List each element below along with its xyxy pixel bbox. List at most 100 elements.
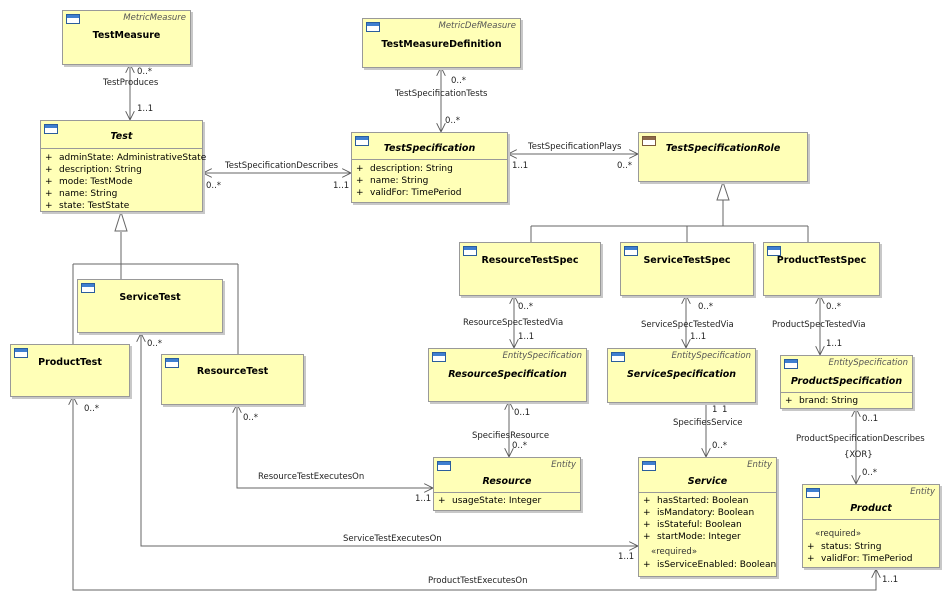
class-icon (66, 14, 80, 24)
attribute: +brand: String (785, 396, 859, 406)
assoc-label-test-specification-plays: TestSpecificationPlays (528, 142, 622, 152)
multiplicity: 0..1 (514, 408, 531, 418)
attribute: +state: TestState (45, 201, 130, 211)
attribute: +validFor: TimePeriod (807, 554, 913, 564)
assoc-label-product-test-executes-on: ProductTestExecutesOn (428, 576, 528, 586)
class-icon (44, 124, 58, 134)
class-service-test-spec[interactable]: ServiceTestSpec (620, 242, 754, 296)
multiplicity: 1..1 (618, 552, 635, 562)
stereotype-label: Entity (910, 487, 935, 497)
multiplicity: 0..* (712, 441, 728, 451)
class-name: ResourceSpecification (448, 369, 567, 380)
multiplicity: 1..1 (415, 494, 432, 504)
attribute: +usageState: Integer (438, 496, 542, 506)
assoc-label-product-spec-tested-via: ProductSpecTestedVia (772, 320, 866, 330)
class-divider (352, 159, 507, 160)
class-service-specification[interactable]: EntitySpecification ServiceSpecification (607, 348, 756, 403)
required-stereotype: «required» (815, 529, 862, 539)
class-name: TestMeasureDefinition (381, 39, 502, 50)
generalization-arrow-test (114, 210, 128, 232)
class-icon (806, 488, 820, 498)
multiplicity: 0..* (147, 339, 163, 349)
multiplicity: 0..* (137, 67, 153, 77)
class-icon (355, 136, 369, 146)
assoc-label-specifies-service: SpecifiesService (673, 418, 743, 428)
multiplicity: 0..* (826, 302, 842, 312)
class-product-specification[interactable]: EntitySpecification ProductSpecification… (780, 355, 913, 409)
multiplicity: 0..* (451, 76, 467, 86)
multiplicity: 0..* (84, 404, 100, 414)
multiplicity: 0..* (243, 413, 259, 423)
edge-product-test-executes-on (73, 397, 876, 591)
attribute: +isMandatory: Boolean (643, 508, 755, 518)
class-icon (366, 22, 380, 32)
class-test[interactable]: Test +adminState: AdministrativeState +d… (40, 120, 207, 212)
class-divider (639, 492, 776, 493)
multiplicity: 1 (712, 405, 718, 415)
class-test-specification-role[interactable]: TestSpecificationRole (638, 132, 808, 182)
class-resource-test-spec[interactable]: ResourceTestSpec (459, 242, 601, 296)
class-icon (437, 461, 451, 471)
multiplicity: 0..* (862, 468, 878, 478)
class-divider (781, 392, 912, 393)
class-product-test[interactable]: ProductTest (10, 344, 130, 397)
class-divider (434, 492, 580, 493)
class-resource-specification[interactable]: EntitySpecification ResourceSpecificatio… (428, 348, 587, 402)
stereotype-label: Entity (747, 460, 772, 470)
class-name: TestSpecificationRole (665, 143, 781, 154)
attribute: +isStateful: Boolean (643, 520, 742, 530)
class-test-measure[interactable]: MetricMeasure TestMeasure (62, 10, 191, 65)
assoc-label-resource-spec-tested-via: ResourceSpecTestedVia (463, 318, 564, 328)
class-name: ServiceTest (119, 292, 181, 303)
assoc-label-specifies-resource: SpecifiesResource (472, 431, 550, 441)
class-name: ServiceTestSpec (643, 255, 731, 266)
class-name: Resource (482, 476, 532, 487)
class-product-test-spec[interactable]: ProductTestSpec (763, 242, 880, 296)
class-name: ProductSpecification (790, 376, 903, 387)
multiplicity: 0..* (512, 441, 528, 451)
multiplicity: 1..1 (512, 161, 529, 171)
multiplicity: 1..1 (518, 332, 535, 342)
class-icon (14, 348, 28, 358)
multiplicity: 0..* (206, 181, 222, 191)
multiplicity: 1 (722, 405, 728, 415)
assoc-label-resource-test-executes-on: ResourceTestExecutesOn (258, 472, 365, 482)
class-name: TestSpecification (383, 143, 476, 154)
class-product[interactable]: Entity Product «required» +status: Strin… (802, 484, 940, 568)
stereotype-label: Entity (551, 460, 576, 470)
attribute: +adminState: AdministrativeState (45, 153, 207, 163)
multiplicity: 0..* (445, 116, 461, 126)
attribute: +hasStarted: Boolean (643, 496, 749, 506)
class-name: Test (110, 131, 133, 142)
role-class-icon (642, 136, 656, 146)
class-test-specification[interactable]: TestSpecification +description: String +… (351, 132, 508, 203)
attribute: +name: String (45, 189, 118, 199)
class-resource-test[interactable]: ResourceTest (161, 354, 304, 405)
multiplicity: 1..1 (333, 181, 350, 191)
multiplicity: 1..1 (826, 339, 843, 349)
multiplicity: 1..1 (137, 104, 154, 114)
class-icon (784, 359, 798, 369)
class-service[interactable]: Entity Service +hasStarted: Boolean +isM… (638, 457, 777, 577)
class-name: Service (687, 476, 728, 487)
stereotype-label: MetricDefMeasure (438, 21, 516, 31)
class-icon (463, 246, 477, 256)
class-icon (81, 283, 95, 293)
class-service-test[interactable]: ServiceTest (77, 279, 223, 333)
attribute: +startMode: Integer (643, 532, 741, 542)
generalization-arrow-role (716, 180, 730, 201)
class-icon (642, 461, 656, 471)
required-stereotype: «required» (651, 547, 698, 557)
multiplicity: 1..1 (690, 332, 707, 342)
stereotype-label: MetricMeasure (123, 13, 186, 23)
multiplicity: 0..1 (862, 414, 879, 424)
class-icon (165, 358, 179, 368)
assoc-label-test-specification-tests: TestSpecificationTests (395, 89, 488, 99)
class-test-measure-definition[interactable]: MetricDefMeasure TestMeasureDefinition (362, 18, 521, 68)
attribute: +name: String (356, 176, 429, 186)
multiplicity: 0..* (617, 161, 633, 171)
class-resource[interactable]: Entity Resource +usageState: Integer (433, 457, 581, 511)
multiplicity: 1..1 (882, 575, 899, 585)
class-divider (803, 519, 939, 520)
